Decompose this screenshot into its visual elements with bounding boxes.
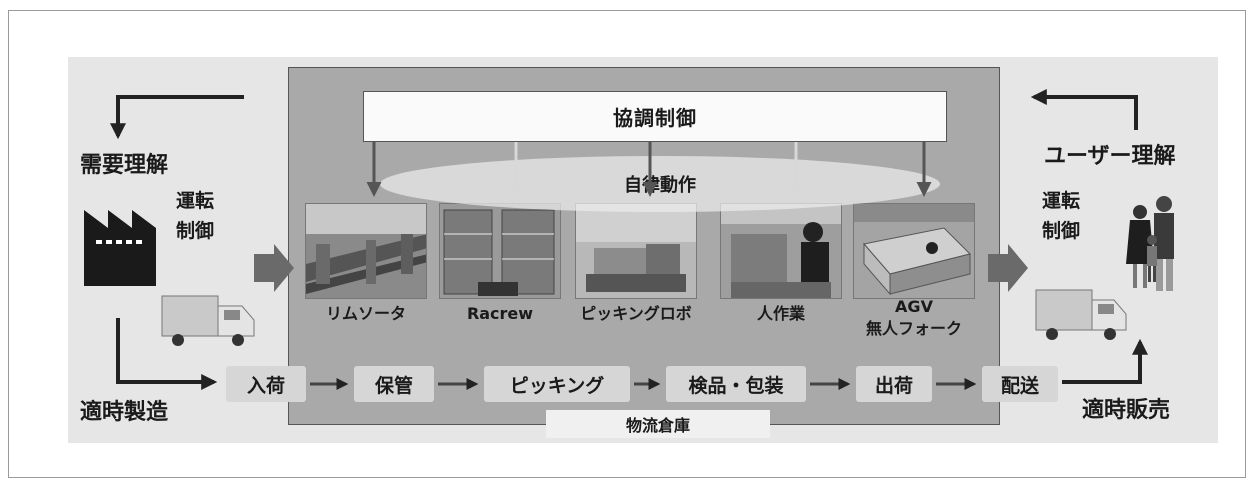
truck-icon-left [161, 295, 255, 346]
user-feedback-arrow [1030, 89, 1138, 130]
demand-feedback-arrow [110, 95, 244, 140]
photo-manual-work [720, 203, 842, 299]
photo-rim-sorter [305, 203, 427, 299]
family-icon [1126, 196, 1174, 291]
manufacturing-to-receiving-arrow [116, 318, 218, 390]
timely-sales-label: 適時販売 [1082, 398, 1171, 423]
process-storage: 保管 [354, 366, 434, 402]
inflow-arrow [254, 244, 294, 292]
equipment-label-rim-sorter: リムソータ [325, 304, 406, 323]
process-shipping: 出荷 [856, 366, 932, 402]
manual-work-image [721, 204, 841, 298]
equipment-label-racrew: Racrew [466, 304, 534, 323]
photo-agv-forklift [853, 203, 975, 299]
truck-icon-right [1035, 289, 1127, 340]
left-operation-control-label: 運転 制御 [176, 190, 215, 242]
process-inspection-packing: 検品・包装 [666, 366, 806, 402]
equipment-label-picking-robot: ピッキングロボ [580, 304, 692, 323]
factory-icon [84, 210, 156, 286]
process-receiving: 入荷 [226, 366, 306, 402]
user-understanding-label: ユーザー理解 [1044, 144, 1176, 169]
right-operation-control-label: 運転 制御 [1042, 190, 1081, 242]
outflow-arrow [988, 244, 1028, 292]
figure-frame [8, 10, 1246, 478]
process-picking: ピッキング [484, 366, 630, 402]
autonomous-operation-ellipse: 自律動作 [380, 156, 940, 212]
timely-manufacturing-label: 適時製造 [80, 400, 169, 425]
delivery-to-sales-arrow [1062, 338, 1148, 384]
agv-forklift-image [854, 204, 974, 298]
warehouse-label: 物流倉庫 [546, 410, 770, 438]
rim-sorter-image [306, 204, 426, 298]
equipment-label-manual-work: 人作業 [756, 304, 805, 323]
equipment-label-agv-forklift: AGV 無人フォーク [865, 297, 962, 338]
cooperative-control-box: 協調制御 [363, 91, 947, 142]
demand-understanding-label: 需要理解 [80, 153, 169, 178]
process-delivery: 配送 [982, 366, 1058, 402]
photo-racrew [439, 203, 561, 299]
racrew-image [440, 204, 560, 298]
